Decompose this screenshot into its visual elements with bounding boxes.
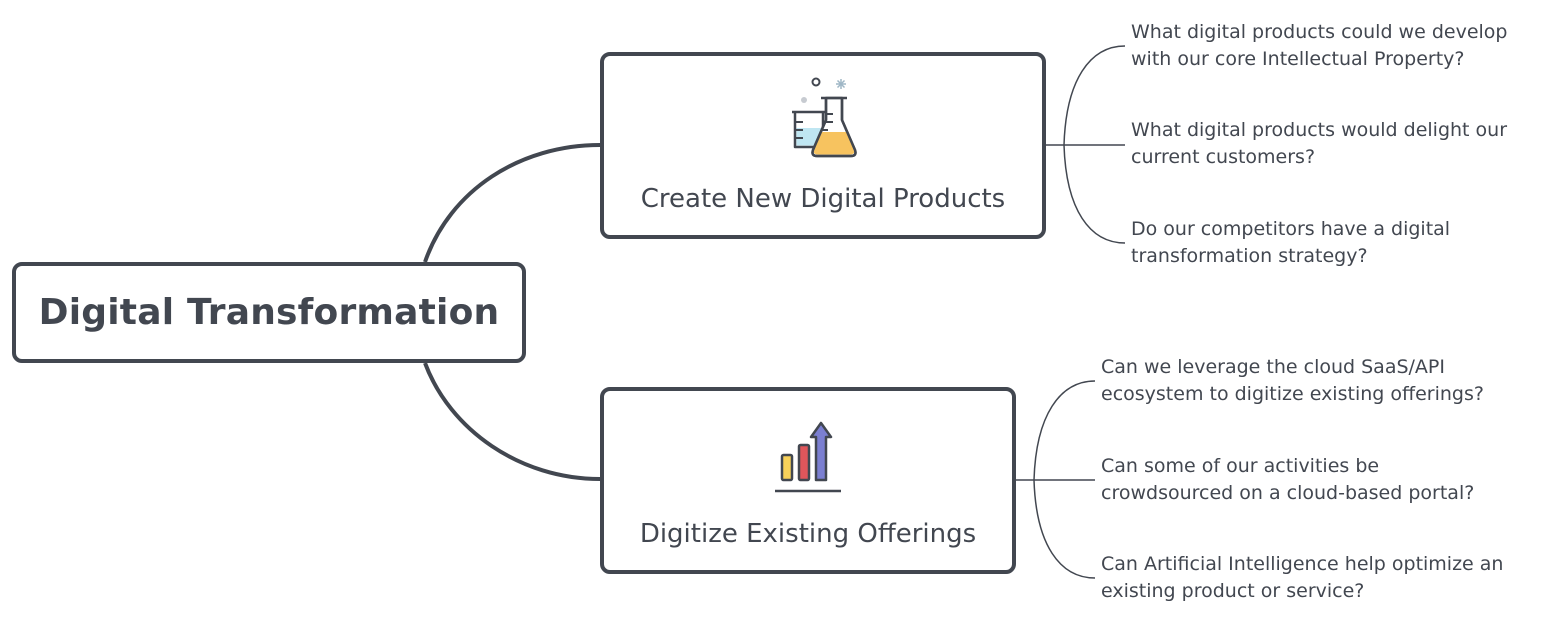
- leaf-line: Can Artificial Intelligence help optimiz…: [1101, 553, 1504, 575]
- leaf-crowdsourced-portal[interactable]: Can some of our activities be crowdsourc…: [1101, 453, 1474, 507]
- leaf-line: What digital products could we develop: [1131, 21, 1508, 43]
- leaf-line: Can we leverage the cloud SaaS/API: [1101, 356, 1445, 378]
- connector-root-branch-1: [423, 143, 601, 263]
- branch-1-leaf-connectors: [1046, 45, 1126, 244]
- branch-node-digitize-existing-offerings[interactable]: Digitize Existing Offerings: [600, 387, 1016, 574]
- leaf-line: existing product or service?: [1101, 580, 1365, 602]
- leaf-core-ip-products[interactable]: What digital products could we develop w…: [1131, 19, 1507, 73]
- leaf-delight-customers[interactable]: What digital products would delight our …: [1131, 117, 1507, 171]
- branch-label-digitize-existing-offerings: Digitize Existing Offerings: [639, 519, 977, 549]
- lab-flask-icon: [792, 77, 857, 158]
- leaf-line: Do our competitors have a digital: [1131, 218, 1451, 240]
- leaf-cloud-saas-api[interactable]: Can we leverage the cloud SaaS/API ecosy…: [1101, 354, 1484, 408]
- branch-label-create-new-digital-products: Create New Digital Products: [640, 184, 1006, 214]
- leaf-line: crowdsourced on a cloud-based portal?: [1101, 482, 1475, 504]
- leaf-line: current customers?: [1131, 146, 1316, 168]
- connector-root-branch-2: [423, 362, 601, 481]
- root-label: Digital Transformation: [38, 292, 500, 333]
- branch-2-leaf-connectors: [1016, 380, 1096, 579]
- branch-node-create-new-digital-products[interactable]: Create New Digital Products: [600, 52, 1046, 239]
- leaf-competitor-strategy[interactable]: Do our competitors have a digital transf…: [1131, 216, 1450, 270]
- leaf-artificial-intelligence[interactable]: Can Artificial Intelligence help optimiz…: [1101, 551, 1503, 605]
- leaf-line: with our core Intellectual Property?: [1131, 48, 1465, 70]
- leaf-line: What digital products would delight our: [1131, 119, 1508, 141]
- root-node[interactable]: Digital Transformation: [12, 262, 526, 363]
- leaf-line: transformation strategy?: [1131, 245, 1368, 267]
- leaf-line: ecosystem to digitize existing offerings…: [1101, 383, 1484, 405]
- growth-chart-icon: [775, 421, 841, 493]
- leaf-line: Can some of our activities be: [1101, 455, 1380, 477]
